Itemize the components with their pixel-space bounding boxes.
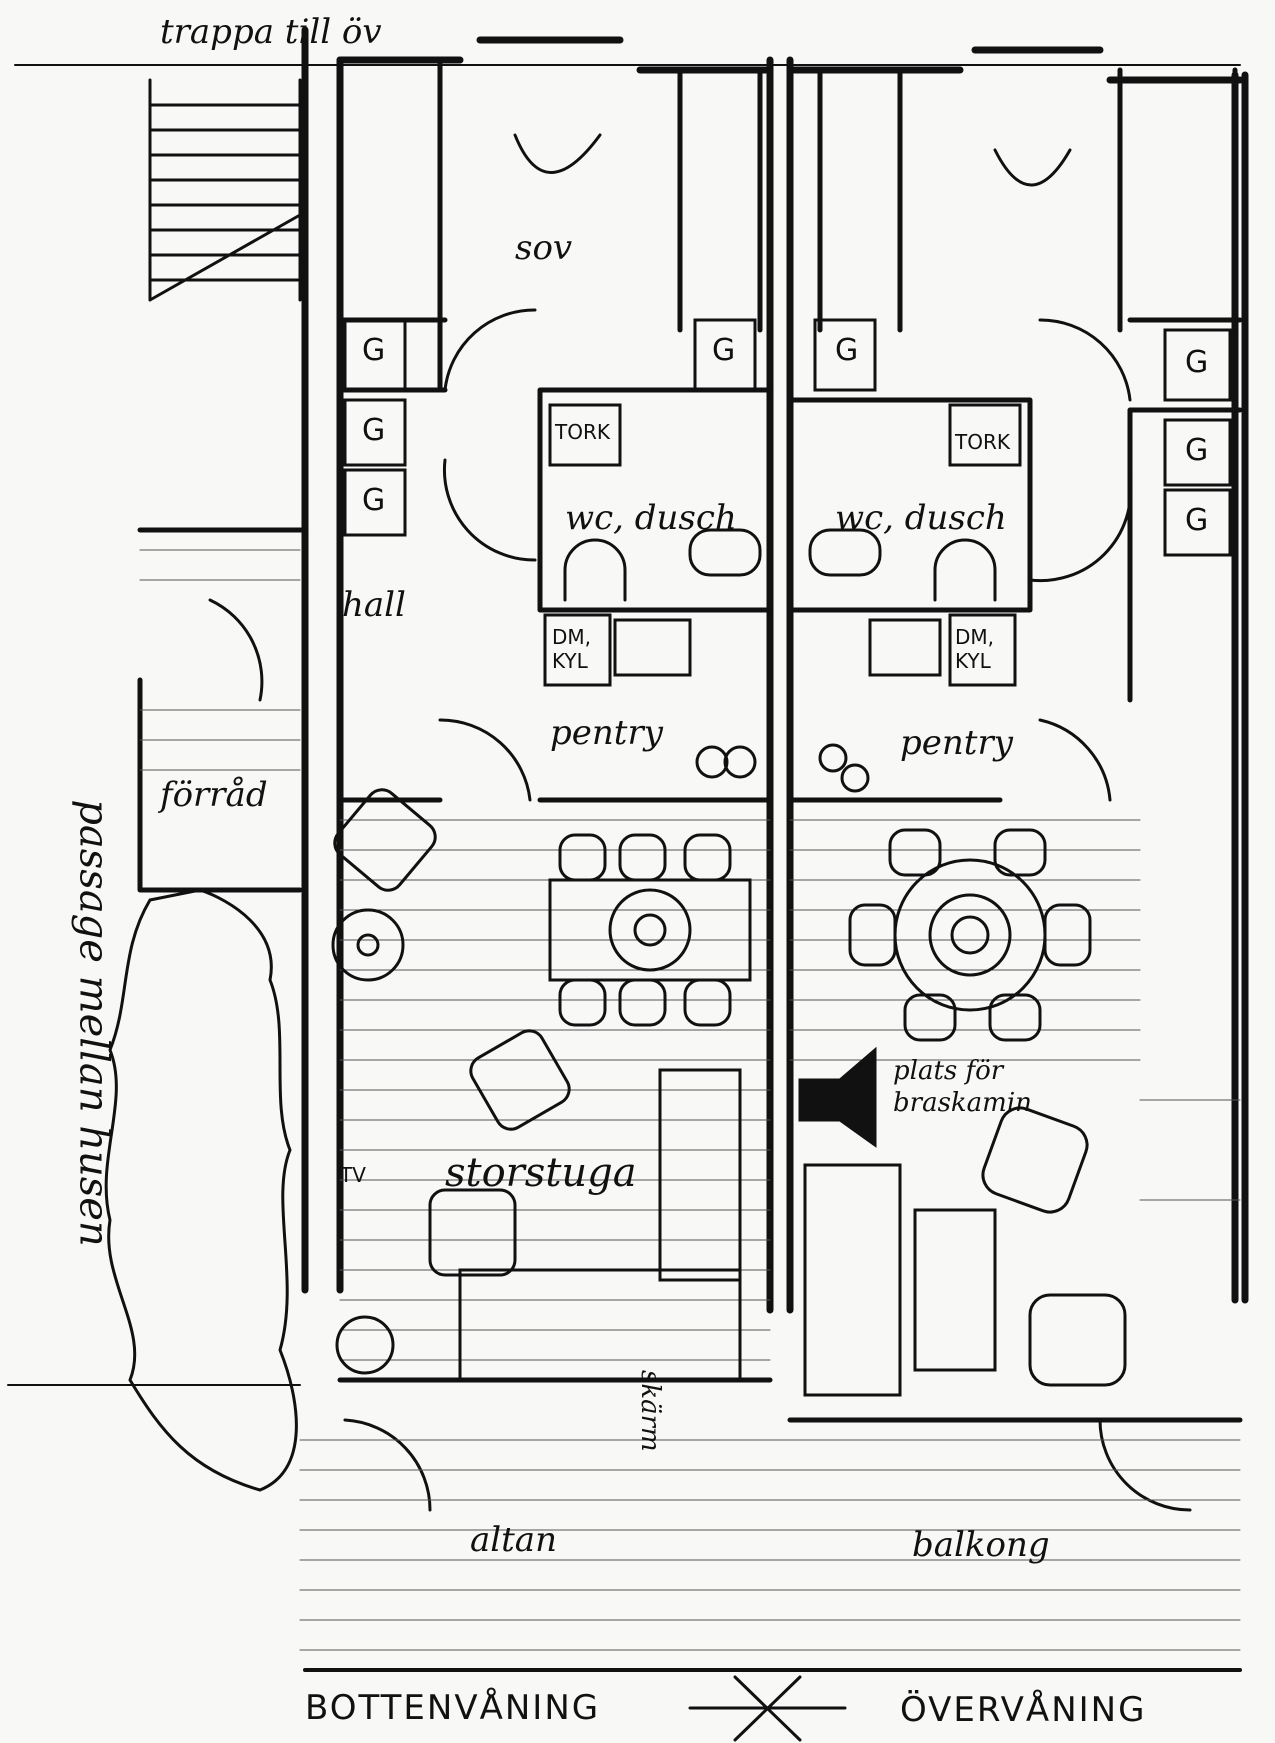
bath-label-left: wc, dusch — [565, 498, 737, 538]
pentry-counters — [543, 613, 1017, 793]
screen-label: skärm — [635, 1370, 665, 1452]
wardrobe-label: G — [1185, 503, 1209, 538]
passage-label: passage mellan husen — [70, 799, 117, 1247]
storage-label: förråd — [160, 775, 268, 815]
outer-walls — [301, 26, 1249, 1314]
wardrobe-label: G — [1185, 345, 1209, 380]
stove-place-label: plats för braskamin — [893, 1056, 1032, 1118]
wardrobe-label: G — [362, 333, 386, 368]
living-room-label: storstuga — [445, 1150, 637, 1196]
balcony-label: balkong — [912, 1525, 1050, 1565]
bedroom-label: sov — [515, 228, 573, 268]
dm-kyl-label-right: DM, KYL — [955, 625, 995, 673]
hall-label: hall — [342, 585, 406, 625]
stair-label: trappa till öv — [160, 12, 382, 52]
tree-outline — [104, 888, 395, 1492]
tv-label: TV — [340, 1163, 366, 1187]
floor-hatching — [139, 549, 1241, 1651]
dm-kyl-label-left: DM, KYL — [552, 625, 592, 673]
door-swings — [208, 308, 1192, 1512]
bath-label-right: wc, dusch — [835, 498, 1007, 538]
stair-drawing — [14, 64, 1241, 302]
wardrobe-label: G — [362, 413, 386, 448]
wardrobe-label: G — [835, 333, 859, 368]
wardrobe-label: G — [712, 333, 736, 368]
terrace-label: altan — [470, 1520, 557, 1560]
wardrobe-label: G — [362, 483, 386, 518]
wardrobe-label: G — [1185, 433, 1209, 468]
pentry-label-left: pentry — [550, 713, 663, 753]
furniture — [331, 788, 1127, 1397]
bath-fixtures — [513, 133, 1072, 602]
section-markers — [7, 1384, 1242, 1742]
ground-floor-label: BOTTENVÅNING — [305, 1688, 601, 1728]
upper-floor-label: ÖVERVÅNING — [900, 1690, 1147, 1730]
wardrobe-boxes — [343, 318, 1232, 557]
dryer-label-left: TORK — [555, 420, 610, 444]
pentry-label-right: pentry — [900, 723, 1013, 763]
dryer-label-right: TORK — [955, 430, 1010, 454]
